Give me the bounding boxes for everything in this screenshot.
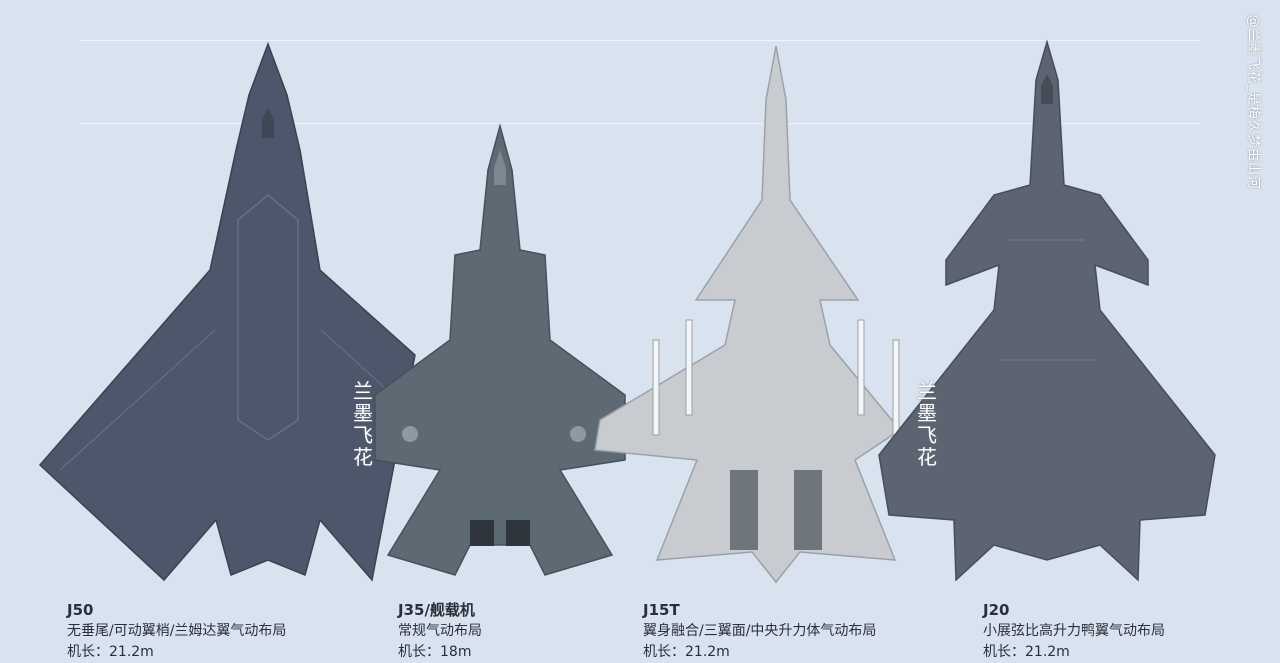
aircraft-length: 机长：21.2m <box>983 644 1070 660</box>
j50-silhouette <box>38 41 477 582</box>
aircraft-name: J20 <box>983 601 1010 619</box>
caption-j20: J20 小展弦比高升力鸭翼气动布局 机长：21.2m <box>983 600 1165 663</box>
aircraft-name: J50 <box>67 601 94 619</box>
aircraft-layout: 小展弦比高升力鸭翼气动布局 <box>983 623 1165 639</box>
aircraft-layout: 翼身融合/三翼面/中央升力体气动布局 <box>643 623 877 639</box>
aircraft-layout: 无垂尾/可动翼梢/兰姆达翼气动布局 <box>67 623 287 639</box>
side-watermark: @兰墨飞花_是梅久梦由山河 <box>1245 14 1261 191</box>
caption-j15t: J15T 翼身融合/三翼面/中央升力体气动布局 机长：21.2m <box>643 600 876 663</box>
aircraft-name: J35/舰载机 <box>398 601 475 619</box>
aircraft-name: J15T <box>643 601 680 619</box>
aircraft-layout: 常规气动布局 <box>398 623 482 639</box>
caption-j50: J50 无垂尾/可动翼梢/兰姆达翼气动布局 机长：21.2m <box>67 600 286 663</box>
calligraphy-watermark-right: 兰墨飞花 <box>917 379 937 469</box>
guide-line-top <box>80 40 1200 41</box>
guide-line-upper <box>80 123 1200 124</box>
j35-silhouette <box>374 123 626 576</box>
aircraft-length: 机长：21.2m <box>67 644 154 660</box>
calligraphy-watermark-left: 兰墨飞花 <box>353 379 373 469</box>
aircraft-length: 机长：18m <box>398 644 472 660</box>
caption-j35: J35/舰载机 常规气动布局 机长：18m <box>398 600 482 663</box>
j20-silhouette <box>878 39 1216 582</box>
aircraft-length: 机长：21.2m <box>643 644 730 660</box>
j15t-silhouette <box>594 45 902 584</box>
